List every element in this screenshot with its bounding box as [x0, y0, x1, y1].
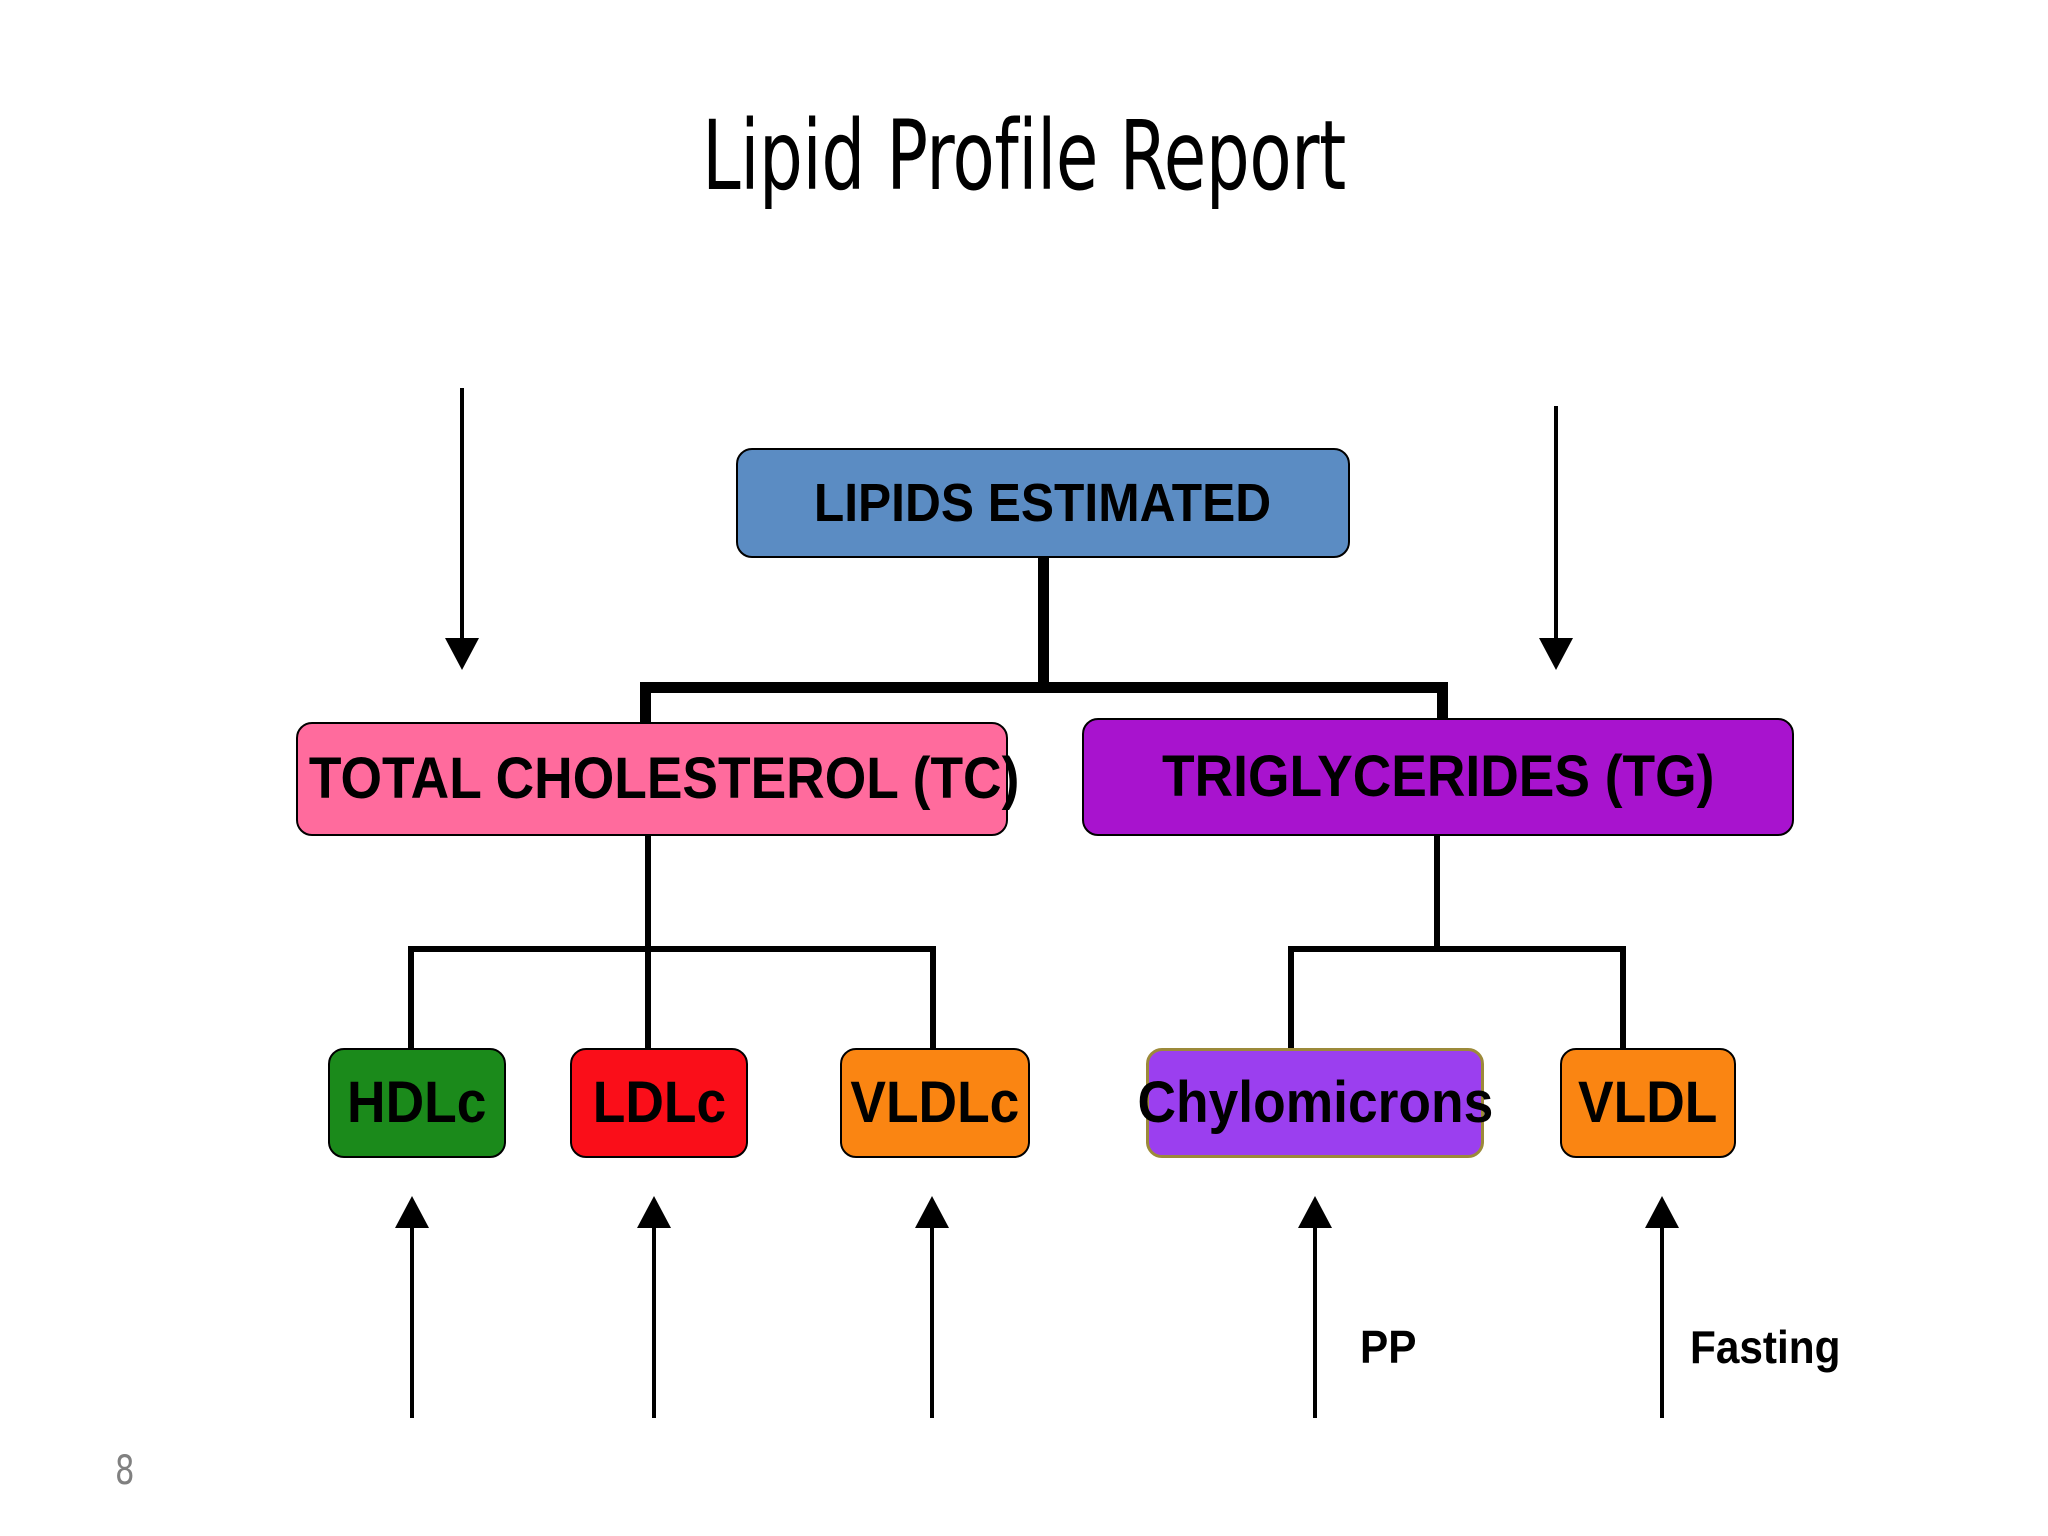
connector-tc-to-vldlc: [930, 946, 936, 1052]
node-vldlc[interactable]: VLDLc: [840, 1048, 1030, 1158]
node-ldlc-label: LDLc: [592, 1070, 726, 1135]
node-ldlc[interactable]: LDLc: [570, 1048, 748, 1158]
node-total-cholesterol-label: TOTAL CHOLESTEROL (TC): [308, 746, 1020, 811]
node-total-cholesterol[interactable]: TOTAL CHOLESTEROL (TC): [296, 722, 1019, 836]
arrow-head: [445, 638, 479, 670]
connector-tg-stem: [1434, 834, 1440, 952]
arrow-head: [1298, 1196, 1332, 1228]
node-vldl[interactable]: VLDL: [1560, 1048, 1736, 1158]
connector-to-total-cholesterol: [640, 682, 651, 728]
connector-tc-to-ldlc: [645, 946, 651, 1052]
connector-root-stem: [1038, 556, 1049, 688]
arrow-up-hdlc-icon: [395, 1196, 429, 1418]
connector-tc-bar: [408, 946, 936, 952]
arrow-down-left-icon: [445, 388, 479, 670]
node-triglycerides-label: TRIGLYCERIDES (TG): [1161, 744, 1715, 809]
connector-tc-to-hdlc: [408, 946, 414, 1052]
arrow-up-ldlc-icon: [637, 1196, 671, 1418]
arrow-shaft: [410, 1222, 414, 1418]
arrow-up-vldlc-icon: [915, 1196, 949, 1418]
arrow-head: [1539, 638, 1573, 670]
arrow-shaft: [1554, 406, 1558, 644]
arrow-up-pp-icon: [1298, 1196, 1332, 1418]
arrow-shaft: [652, 1222, 656, 1418]
node-triglycerides[interactable]: TRIGLYCERIDES (TG): [1082, 718, 1794, 836]
arrow-shaft: [930, 1222, 934, 1418]
node-lipids-estimated[interactable]: LIPIDS ESTIMATED: [736, 448, 1350, 558]
connector-tg-to-vldl: [1620, 946, 1626, 1052]
annotation-fasting: Fasting: [1690, 1321, 1841, 1373]
node-chylomicrons-label: Chylomicrons: [1137, 1070, 1493, 1135]
connector-tg-bar: [1288, 946, 1626, 952]
arrow-shaft: [1313, 1222, 1317, 1418]
arrow-head: [395, 1196, 429, 1228]
arrow-shaft: [1660, 1222, 1664, 1418]
arrow-shaft: [460, 388, 464, 644]
page-title: Lipid Profile Report: [702, 100, 1346, 212]
annotation-pp: PP: [1360, 1321, 1417, 1373]
arrow-up-fasting-icon: [1645, 1196, 1679, 1418]
node-vldlc-label: VLDLc: [850, 1070, 1020, 1135]
connector-tc-stem: [645, 834, 651, 952]
connector-level2-bar: [640, 682, 1448, 693]
node-hdlc[interactable]: HDLc: [328, 1048, 506, 1158]
page-number: 8: [115, 1448, 135, 1494]
node-chylomicrons[interactable]: Chylomicrons: [1137, 1048, 1493, 1158]
arrow-head: [915, 1196, 949, 1228]
node-lipids-estimated-label: LIPIDS ESTIMATED: [814, 473, 1272, 533]
node-vldl-label: VLDL: [1578, 1070, 1718, 1135]
arrow-head: [1645, 1196, 1679, 1228]
node-hdlc-label: HDLc: [347, 1070, 487, 1135]
arrow-head: [637, 1196, 671, 1228]
connector-tg-to-chylomicrons: [1288, 946, 1294, 1052]
arrow-down-right-icon: [1539, 406, 1573, 670]
connector-to-triglycerides: [1437, 682, 1448, 724]
